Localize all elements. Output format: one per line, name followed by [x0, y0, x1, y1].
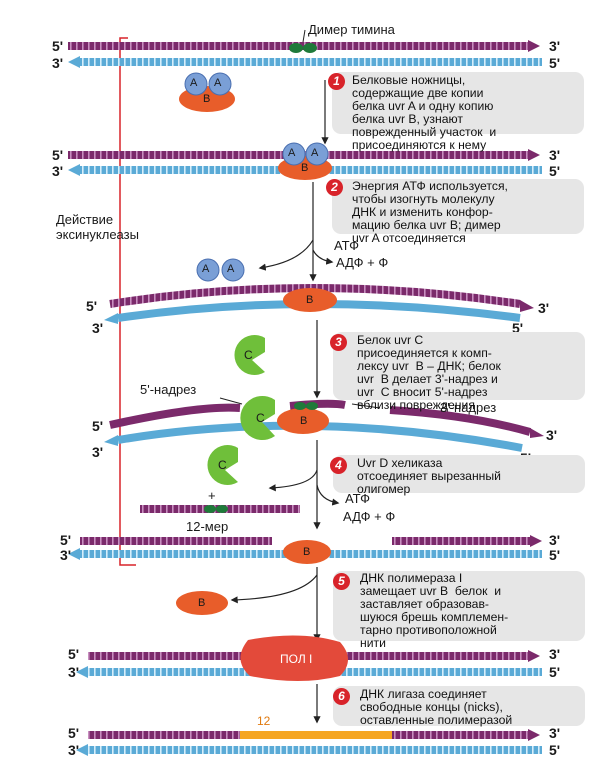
strand-end: 5' [60, 532, 72, 548]
strand-end: 5' [68, 725, 80, 741]
strand-end: 5' [92, 418, 104, 434]
strand-end: 3' [549, 532, 561, 548]
step-number: 6 [333, 688, 350, 705]
step-box-6 [333, 686, 585, 726]
step-text: ДНК полимераза I замещает uvr B белок и … [360, 571, 509, 650]
strand-end: 5' [549, 547, 561, 563]
step-box-5 [333, 571, 585, 641]
strand-end: 3' [68, 664, 80, 680]
step-text: Белковые ножницы, содержащие две копии б… [352, 73, 497, 152]
protein-a-label: A [227, 263, 235, 275]
protein-complex-ab [179, 72, 235, 112]
strand-end: 3' [549, 725, 561, 741]
step-number: 5 [333, 573, 350, 590]
protein-b-label: B [300, 415, 308, 427]
strand-end: 3' [52, 55, 64, 71]
dna-duplex-2 [68, 142, 542, 180]
dna-bent-3 [104, 284, 534, 324]
strand-end: 5' [512, 320, 524, 336]
strand-end: 3' [52, 163, 64, 179]
protein-b-label: B [303, 546, 311, 558]
protein-a-label: A [190, 77, 198, 89]
step-text: Энергия АТФ используется, чтобы изогнуть… [352, 179, 508, 245]
strand-end: 5' [549, 664, 561, 680]
step-text: ДНК лигаза соединяет свободные концы (ni… [360, 687, 513, 727]
oligomer-label: 12-мер [186, 519, 229, 534]
adp-label: АДФ + Ф [343, 509, 396, 524]
atp-label: АТФ [345, 491, 371, 506]
protein-b-label: B [306, 294, 314, 306]
adp-label: АДФ + Ф [336, 255, 389, 270]
released-uvr-b [176, 591, 228, 615]
step-box-2 [332, 179, 584, 234]
strand-end: 5' [549, 163, 561, 179]
step-text: Uvr D хеликаза отсоединяет вырезанный ол… [357, 456, 501, 496]
protein-a-label: A [202, 263, 210, 275]
strand-end: 5' [549, 55, 561, 71]
protein-c-label: C [218, 458, 227, 472]
repair-patch [240, 731, 392, 739]
patch-label: 12 [257, 714, 271, 728]
pol-i-protein [240, 635, 348, 681]
protein-b-label: B [203, 93, 211, 105]
strand-end: 3' [92, 320, 104, 336]
three-nick-label: 3'-надрез [440, 400, 497, 415]
protein-c-label: C [256, 411, 265, 425]
step-number: 4 [330, 457, 347, 474]
strand-end: 5' [549, 742, 561, 758]
protein-c-label: C [244, 348, 253, 362]
protein-b-label: B [301, 162, 309, 174]
strand-end: 3' [549, 38, 561, 54]
step-number: 3 [330, 334, 347, 351]
atp-label: АТФ [334, 238, 360, 253]
strand-end: 5' [86, 298, 98, 314]
step-box-1 [332, 72, 584, 134]
strand-end: 3' [68, 742, 80, 758]
pol-i-label: ПОЛ I [280, 652, 313, 666]
exonuclease-label: Действие эксинуклеазы [56, 212, 139, 242]
protein-b-label: B [198, 597, 206, 609]
thymine-dimer [303, 43, 317, 53]
dna-repaired-7 [76, 729, 542, 756]
thymine-dimer-label: Димер тимина [308, 22, 395, 37]
dna-pol-6 [76, 635, 542, 681]
step-box-4 [333, 455, 585, 493]
five-nick-label: 5'-надрез [140, 382, 197, 397]
strand-end: 3' [92, 444, 104, 460]
released-uvr-a-dimer [196, 258, 245, 282]
protein-a-label: A [214, 77, 222, 89]
bottom-strand [80, 58, 542, 66]
strand-end: 5' [52, 38, 64, 54]
dna-duplex-1 [68, 40, 542, 68]
strand-end: 3' [60, 547, 72, 563]
strand-end: 3' [549, 147, 561, 163]
strand-end: 5' [68, 646, 80, 662]
strand-end: 3' [549, 646, 561, 662]
strand-end: 5' [52, 147, 64, 163]
thymine-dimer [289, 43, 303, 53]
step-box-3 [333, 332, 585, 400]
dna-bent-4 [104, 396, 544, 452]
step-number: 2 [326, 179, 343, 196]
uvr-c-protein [234, 335, 265, 375]
step-text: Белок uvr C присоединяется к комп- лексу… [357, 333, 501, 412]
protein-a-label: A [288, 147, 296, 159]
dna-gapped-5 [68, 535, 542, 564]
protein-a-label: A [311, 147, 319, 159]
plus-sign: + [208, 488, 216, 503]
step-number: 1 [328, 73, 345, 90]
strand-end: 3' [546, 427, 558, 443]
strand-end: 3' [538, 300, 550, 316]
